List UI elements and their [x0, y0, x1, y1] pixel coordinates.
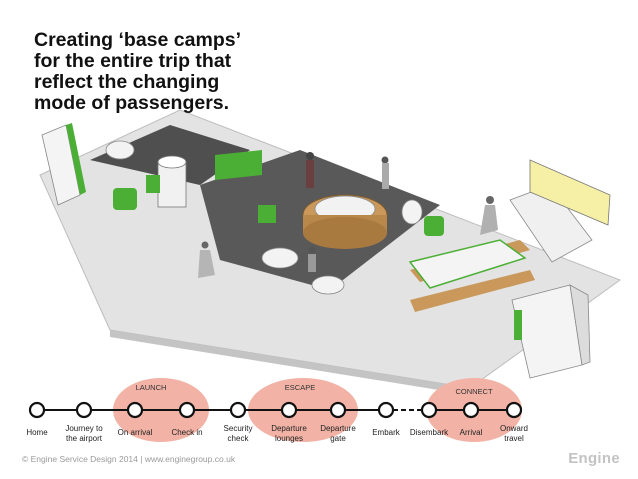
- white-pod-4: [401, 199, 423, 225]
- airport-illustration: [39, 109, 622, 390]
- timeline-nodes: [28, 401, 523, 419]
- white-pod-1: [105, 140, 135, 160]
- stage-label: Embark: [372, 428, 401, 437]
- floor-edge: [110, 330, 470, 390]
- phase-label: LAUNCH: [136, 383, 167, 392]
- green-seat-1: [113, 188, 137, 210]
- kiosk-cylinder: [157, 161, 187, 208]
- right-kiosk-green: [514, 310, 522, 340]
- green-seat-2: [258, 205, 276, 223]
- green-screen: [215, 150, 262, 180]
- stage-node: [377, 401, 395, 419]
- person-body-3: [480, 205, 498, 235]
- stage-node: [126, 401, 144, 419]
- title-line: reflect the changing: [34, 71, 220, 93]
- display-wall-left-green: [66, 123, 86, 195]
- yellow-sign: [529, 159, 611, 226]
- phase-label: ESCAPE: [285, 383, 315, 392]
- stage-node: [178, 401, 196, 419]
- stage-node: [75, 401, 93, 419]
- stage-node: [329, 401, 347, 419]
- title-line: for the entire trip that: [34, 50, 232, 72]
- person-head-4: [201, 241, 209, 249]
- round-desk-bottom: [303, 217, 387, 249]
- person-body-2: [382, 163, 389, 189]
- stage-label: Check in: [171, 428, 202, 437]
- phase-label: CONNECT: [455, 387, 493, 396]
- white-pod-3: [311, 275, 345, 295]
- floor-dark-zone-1: [90, 125, 250, 185]
- title-line: mode of passengers.: [34, 92, 230, 114]
- kiosk-cylinder-top: [157, 155, 187, 169]
- person-body-5: [308, 254, 316, 272]
- right-kiosk-side: [569, 284, 591, 366]
- white-pod-2: [261, 247, 299, 269]
- stage-node: [462, 401, 480, 419]
- person-head-2: [381, 156, 389, 164]
- person-body-4: [198, 250, 215, 278]
- stage-node: [229, 401, 247, 419]
- person-head-5: [308, 246, 316, 254]
- slide-title: Creating ‘base camps’ for the entire tri…: [34, 30, 294, 114]
- person-head-3: [486, 196, 494, 204]
- phase-labels: LAUNCH ESCAPE CONNECT: [136, 383, 493, 396]
- green-seat-4: [146, 175, 160, 193]
- right-kiosk: [511, 284, 583, 379]
- display-table: [408, 239, 527, 289]
- brand-logo: Engine: [568, 450, 620, 467]
- stage-label: Arrival: [460, 428, 483, 437]
- bench-row-2: [410, 270, 535, 312]
- person-body-1: [306, 160, 314, 188]
- stage-label: Home: [26, 428, 48, 437]
- stage-node: [420, 401, 438, 419]
- stage-label: On arrival: [118, 428, 153, 437]
- stage-label: Disembark: [410, 428, 449, 437]
- green-seat-3: [424, 216, 444, 236]
- footer-copyright: © Engine Service Design 2014 | www.engin…: [22, 454, 236, 464]
- person-head-1: [306, 152, 314, 160]
- stage-node: [280, 401, 298, 419]
- title-line: Creating ‘base camps’: [34, 29, 241, 51]
- stage-node: [28, 401, 46, 419]
- stage-node: [505, 401, 523, 419]
